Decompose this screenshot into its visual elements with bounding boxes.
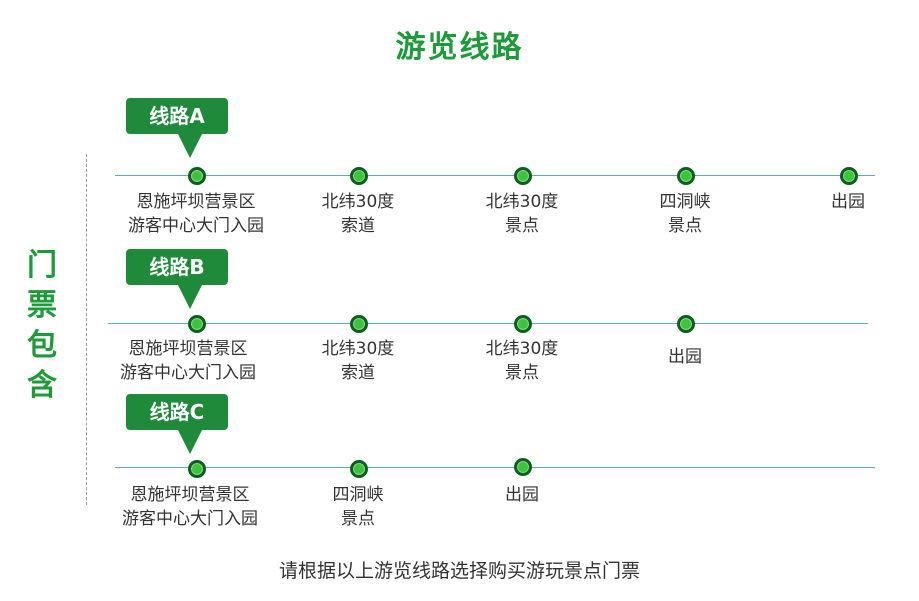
side-label-char: 门: [27, 248, 57, 283]
route-c-stop-2-label: 四洞峡 景点: [332, 485, 384, 529]
route-c-badge: 线路C: [126, 394, 228, 454]
route-c-stop-2-node: [350, 460, 368, 478]
route-a-stop-5-node: [840, 167, 858, 185]
route-a-stop-2-node: [350, 167, 368, 185]
route-a-stop-3-node: [514, 167, 532, 185]
route-b-stop-2-node: [350, 315, 368, 333]
route-b-stop-2-label: 北纬30度 索道: [321, 339, 395, 383]
page-title: 游览线路: [395, 30, 524, 65]
side-divider: [86, 154, 87, 505]
side-label-char: 包: [27, 328, 57, 363]
route-c-stop-3-node: [514, 458, 532, 476]
route-a-line: [115, 175, 875, 176]
route-c-stop-3-label: 出园: [505, 485, 539, 505]
side-label-char: 含: [27, 368, 57, 403]
route-a-stop-1-label: 恩施坪坝营景区 游客中心大门入园: [128, 192, 264, 236]
route-a-stop-4-label: 四洞峡 景点: [659, 192, 711, 236]
side-label-char: 票: [27, 288, 57, 323]
route-a-stop-4-node: [677, 167, 695, 185]
route-b-line: [108, 323, 868, 324]
route-b-stop-4-label: 出园: [668, 347, 702, 367]
route-a-badge: 线路A: [126, 98, 228, 158]
route-b-badge: 线路B: [126, 249, 228, 309]
route-c-stop-1-label: 恩施坪坝营景区 游客中心大门入园: [122, 485, 258, 529]
route-a-stop-5-label: 出园: [831, 192, 865, 212]
footer-note: 请根据以上游览线路选择购买游玩景点门票: [278, 560, 640, 582]
route-c-stop-1-node: [188, 460, 206, 478]
route-b-stop-3-node: [514, 315, 532, 333]
route-a-stop-1-node: [188, 167, 206, 185]
side-label: 门 票 包 含: [22, 246, 62, 406]
route-b-stop-4-node: [677, 315, 695, 333]
route-b-stop-1-node: [188, 315, 206, 333]
route-c-line: [115, 467, 875, 468]
route-a-stop-3-label: 北纬30度 景点: [485, 192, 559, 236]
route-b-stop-1-label: 恩施坪坝营景区 游客中心大门入园: [120, 339, 256, 383]
route-b-stop-3-label: 北纬30度 景点: [485, 339, 559, 383]
route-a-stop-2-label: 北纬30度 索道: [321, 192, 395, 236]
